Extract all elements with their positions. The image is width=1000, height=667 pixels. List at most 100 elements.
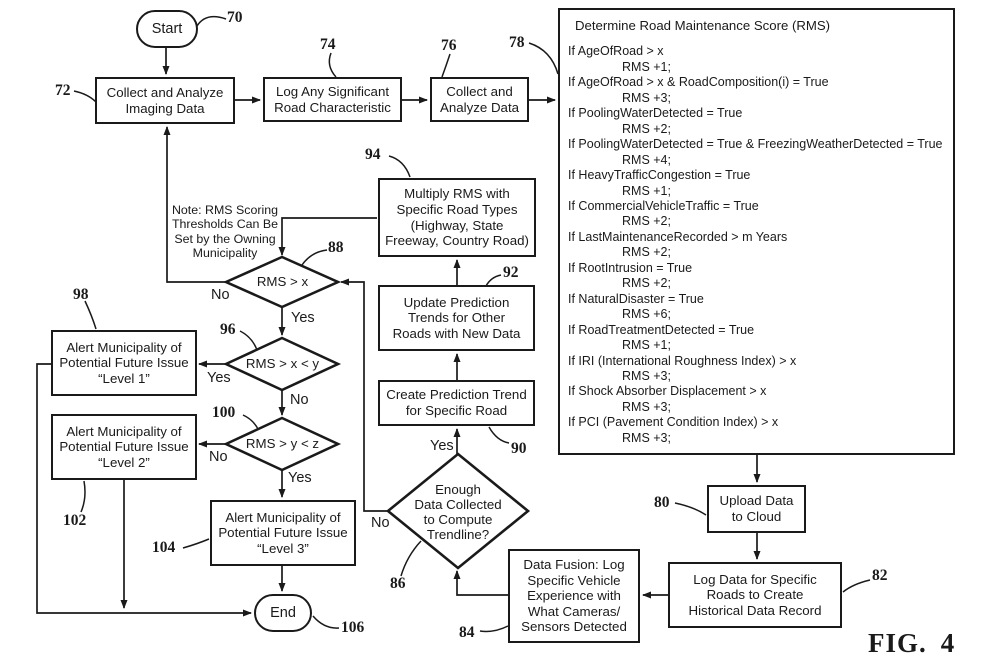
- leader-102: [80, 480, 86, 513]
- ref-90: 90: [511, 440, 527, 457]
- start-label: Start: [151, 20, 183, 37]
- rms-rule-then: RMS +3;: [622, 90, 671, 105]
- rms-rule-then: RMS +3;: [622, 399, 671, 414]
- decision-enough-data-line1: Enough: [435, 482, 481, 497]
- process-collect-imaging-label: Collect and Analyze Imaging Data: [106, 84, 224, 116]
- ref-80: 80: [654, 494, 670, 511]
- branch-rms-between-xy-yes: Yes: [207, 370, 231, 386]
- rms-rule-if: If CommercialVehicleTraffic = True: [568, 198, 759, 213]
- ref-78: 78: [509, 34, 525, 51]
- rms-rule-if: If PoolingWaterDetected = True: [568, 106, 743, 121]
- leader-98: [84, 300, 97, 330]
- process-create-trend-label: Create Prediction Trend for Specific Roa…: [386, 387, 527, 418]
- ref-76: 76: [441, 37, 457, 54]
- process-multiply-rms: Multiply RMS with Specific Road Types (H…: [378, 178, 536, 257]
- leader-72: [73, 90, 97, 103]
- process-alert-level-1: Alert Municipality of Potential Future I…: [51, 330, 197, 396]
- decision-rms-gt-x-label: RMS > x: [256, 274, 309, 289]
- branch-enough-data-yes: Yes: [430, 438, 454, 454]
- leader-96: [239, 330, 258, 351]
- decision-rms-between-xy-label: RMS > x < y: [245, 356, 320, 371]
- rms-rule-if: If PoolingWaterDetected = True & Freezin…: [568, 137, 943, 152]
- figure-caption-text: FIG.: [868, 628, 927, 658]
- rms-rule-if: If RootIntrusion = True: [568, 260, 693, 275]
- edge-rms-gt-x-no-loop-to-collect-imaging: [163, 126, 226, 283]
- process-update-trends-label: Update Prediction Trends for Other Roads…: [392, 294, 521, 341]
- rms-rule-then: RMS +6;: [622, 307, 671, 322]
- process-upload-cloud-label: Upload Data to Cloud: [719, 493, 794, 524]
- leader-92: [485, 274, 502, 287]
- rms-rule-if: If HeavyTrafficCongestion = True: [568, 168, 751, 183]
- ref-72: 72: [55, 82, 71, 99]
- branch-rms-between-xy-no: No: [290, 392, 309, 408]
- decision-rms-between-xy-shape: [222, 336, 342, 392]
- decision-enough-data-line2: Data Collected: [414, 497, 502, 512]
- decision-enough-data-label: Enough Data Collected to Compute Trendli…: [393, 482, 523, 542]
- process-collect-analyze: Collect and Analyze Data: [430, 77, 529, 122]
- process-alert-level-2-label: Alert Municipality of Potential Future I…: [59, 423, 189, 470]
- rms-rule-if: If NaturalDisaster = True: [568, 291, 704, 306]
- ref-104: 104: [152, 539, 176, 556]
- leader-80: [674, 502, 707, 516]
- ref-96: 96: [220, 321, 236, 338]
- process-data-fusion-label: Data Fusion: Log Specific Vehicle Experi…: [521, 557, 627, 635]
- decision-enough-data-shape: [385, 452, 531, 570]
- rms-rule-if: If Shock Absorber Displacement > x: [568, 384, 767, 399]
- process-upload-cloud: Upload Data to Cloud: [707, 485, 806, 533]
- ref-82: 82: [872, 567, 888, 584]
- branch-enough-data-no: No: [371, 515, 390, 531]
- rms-rule-if: If IRI (International Roughness Index) >…: [568, 353, 797, 368]
- rms-score-title: Determine Road Maintenance Score (RMS): [575, 18, 831, 33]
- process-data-fusion: Data Fusion: Log Specific Vehicle Experi…: [508, 549, 640, 643]
- rms-rule-then: RMS +2;: [622, 121, 671, 136]
- ref-70: 70: [227, 9, 243, 26]
- leader-88: [301, 249, 328, 266]
- leader-74: [328, 52, 337, 78]
- leader-82: [842, 579, 871, 593]
- rms-rule-if: If LastMaintenanceRecorded > m Years: [568, 229, 788, 244]
- ref-86: 86: [390, 575, 406, 592]
- edge-data-fusion-to-enough-data: [453, 570, 508, 596]
- process-log-characteristic-label: Log Any Significant Road Characteristic: [274, 83, 391, 115]
- process-log-roads: Log Data for Specific Roads to Create Hi…: [668, 562, 842, 628]
- process-collect-analyze-label: Collect and Analyze Data: [439, 83, 520, 115]
- process-update-trends: Update Prediction Trends for Other Roads…: [378, 285, 535, 351]
- process-create-trend: Create Prediction Trend for Specific Roa…: [378, 380, 535, 426]
- process-collect-imaging: Collect and Analyze Imaging Data: [95, 77, 235, 124]
- decision-enough-data-line4: Trendline?: [426, 527, 490, 542]
- decision-enough-data-line3: to Compute: [423, 512, 493, 527]
- process-alert-level-2: Alert Municipality of Potential Future I…: [51, 414, 197, 480]
- branch-rms-gt-x-no: No: [211, 287, 230, 303]
- leader-76: [441, 53, 451, 78]
- start-terminal: Start: [136, 10, 198, 48]
- ref-84: 84: [459, 624, 475, 641]
- process-log-roads-label: Log Data for Specific Roads to Create Hi…: [688, 571, 822, 618]
- rms-rule-if: If AgeOfRoad > x & RoadComposition(i) = …: [568, 75, 829, 90]
- ref-94: 94: [365, 146, 381, 163]
- leader-70: [196, 15, 227, 27]
- leader-86: [400, 540, 422, 577]
- ref-102: 102: [63, 512, 87, 529]
- edge-multiply-rms-to-rms-gt-x: [278, 217, 377, 256]
- edge-enough-data-no-loop-to-rms-gt-x: [340, 278, 389, 512]
- rms-rule-then: RMS +1;: [622, 338, 671, 353]
- leader-84: [479, 625, 509, 633]
- end-label: End: [270, 604, 296, 621]
- process-log-characteristic: Log Any Significant Road Characteristic: [263, 77, 402, 122]
- leader-106: [312, 615, 340, 629]
- ref-106: 106: [341, 619, 365, 636]
- leader-104: [182, 538, 210, 549]
- branch-rms-between-yz-no: No: [209, 449, 228, 465]
- rms-rule: If IRI (International Roughness Index) >…: [568, 354, 951, 385]
